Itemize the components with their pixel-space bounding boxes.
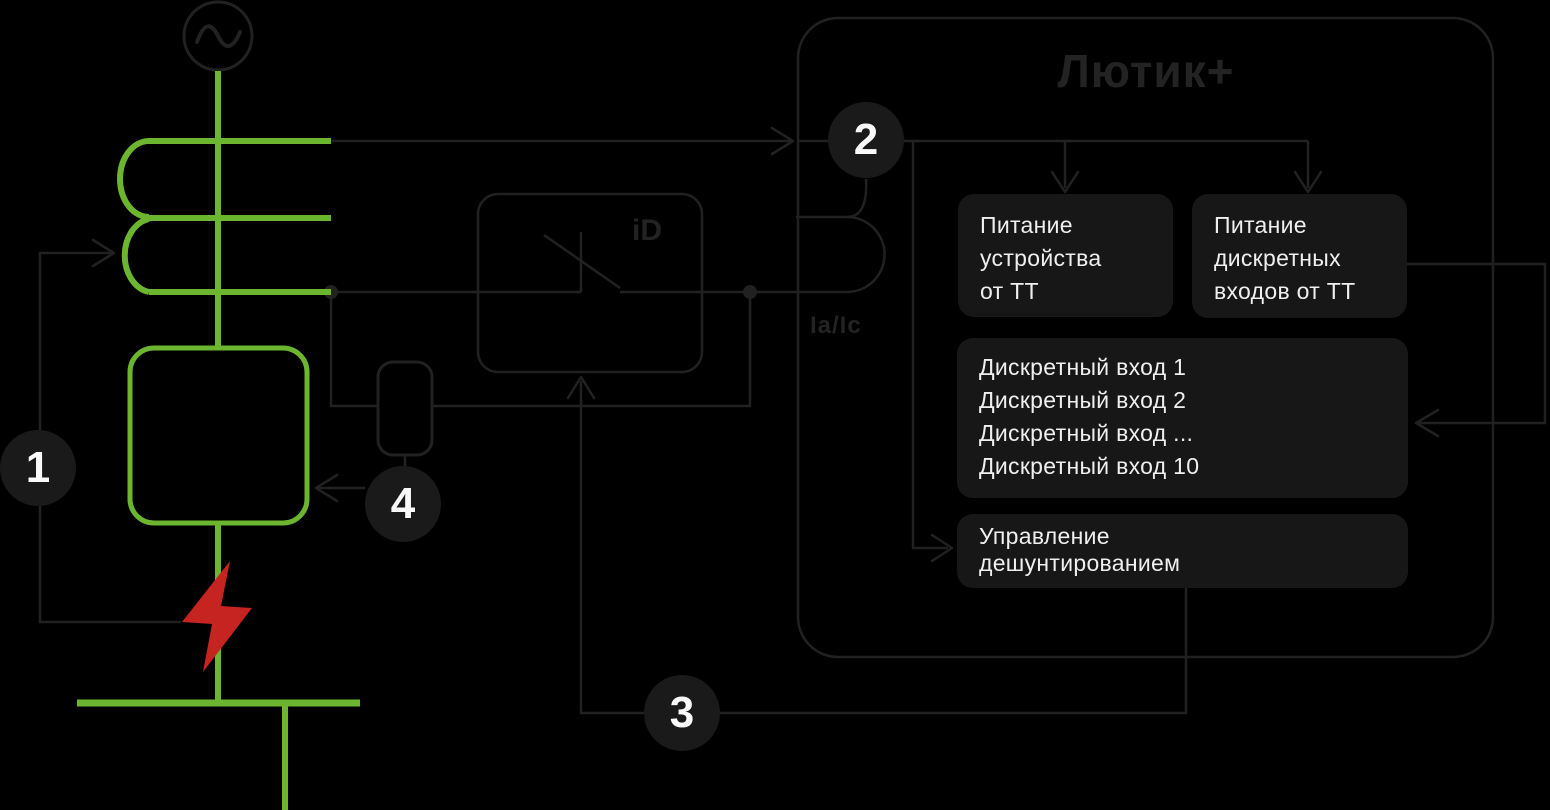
marker-4: 4 [365, 466, 441, 542]
wire-ct-to-device [332, 126, 1323, 194]
block-deshunt-control: Управление дешунтированием [957, 514, 1408, 588]
marker-1: 1 [0, 430, 76, 506]
switch-id-label: iD [632, 214, 662, 247]
shunt-switch-box [476, 192, 704, 374]
busbar [77, 699, 360, 810]
block-deshunt-control-label: Управление дешунтированием [979, 523, 1181, 576]
block-power-device: Питание устройства от ТТ [958, 194, 1173, 317]
generator-icon [182, 0, 254, 72]
marker-2-number: 2 [853, 115, 879, 164]
fault-bolt-icon [182, 561, 252, 672]
wire-marker1-pointers [38, 238, 181, 624]
resistor-symbol [376, 360, 434, 467]
ct-winding-symbol [796, 178, 886, 294]
block-power-discrete-inputs-label: Питание дискретных входов от ТТ [1214, 212, 1356, 304]
circuit-breaker-box [127, 345, 310, 526]
block-discrete-inputs-label: Дискретный вход 1 Дискретный вход 2 Диск… [979, 354, 1200, 479]
device-title: Лютик+ [1057, 45, 1235, 97]
block-discrete-inputs: Дискретный вход 1 Дискретный вход 2 Диск… [957, 338, 1408, 498]
wire-power-to-discrete-inputs [1407, 262, 1547, 438]
marker-3-number: 3 [669, 688, 695, 737]
wire-deshunt-to-switch [566, 375, 1188, 715]
wire-to-deshunt-control [911, 141, 954, 563]
marker-2: 2 [828, 102, 904, 178]
wire-shunt-circuit [324, 232, 847, 408]
ct-primary-winding [117, 138, 331, 295]
current-label: Ia/Ic [810, 312, 862, 339]
block-power-discrete-inputs: Питание дискретных входов от ТТ [1192, 194, 1407, 318]
wire-marker4-to-breaker [314, 473, 365, 503]
lutik-device-outline [796, 16, 1495, 659]
block-power-device-label: Питание устройства от ТТ [980, 212, 1102, 304]
marker-4-number: 4 [390, 479, 416, 528]
marker-3: 3 [644, 675, 720, 751]
marker-1-number: 1 [25, 443, 51, 492]
